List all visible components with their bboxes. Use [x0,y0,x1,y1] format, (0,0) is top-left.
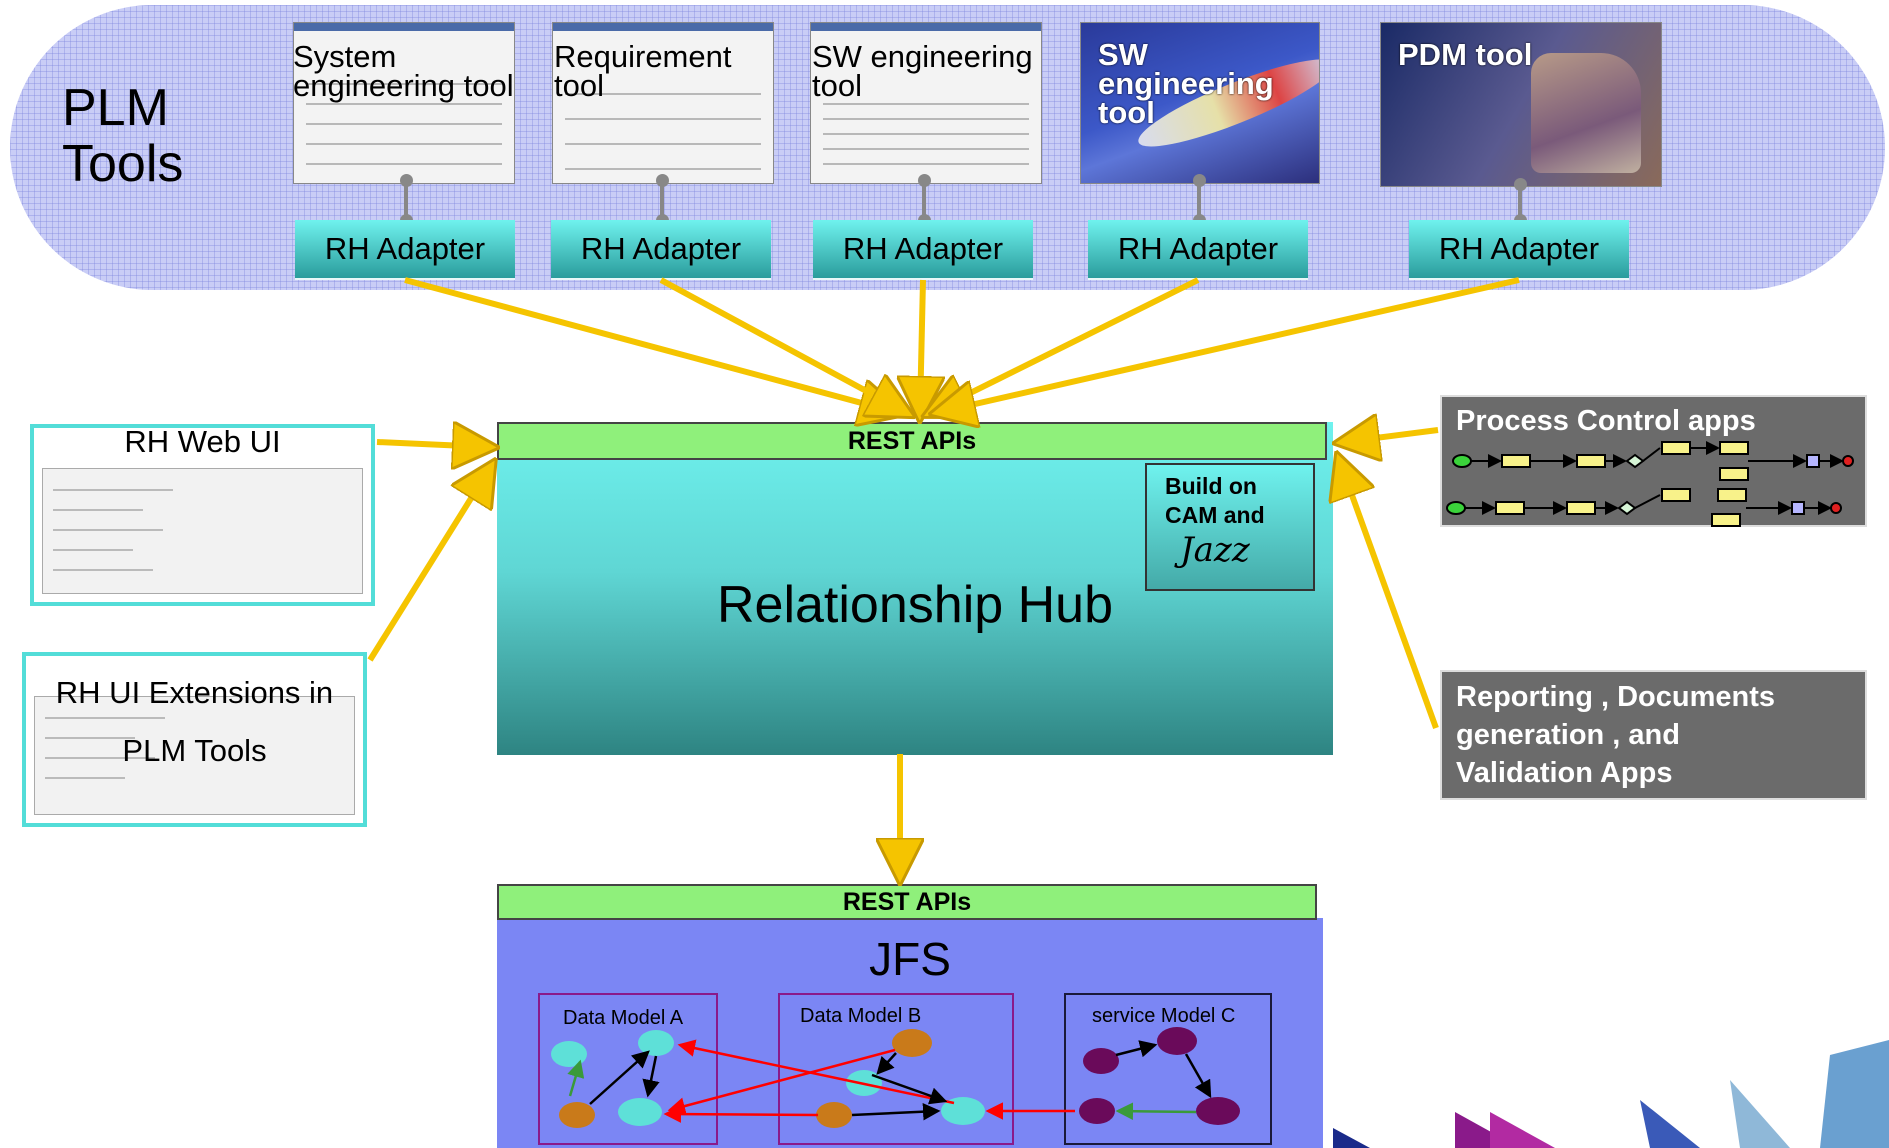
node [638,1030,674,1056]
rh-adapter-4: RH Adapter [1088,220,1308,280]
connector-dot [1193,174,1206,187]
jazz-badge [1145,463,1315,591]
reporting-apps-panel: Reporting , Documents generation , and V… [1440,670,1867,800]
connector [404,181,408,221]
node [559,1102,595,1128]
connector-dot [918,174,931,187]
rh-adapter-5: RH Adapter [1409,220,1629,280]
node [618,1098,662,1126]
rh-web-ui-panel [30,424,375,606]
node [941,1097,985,1125]
node [1083,1048,1119,1074]
hub-rest-apis: REST APIs [497,422,1327,460]
connector-dot [656,174,669,187]
plm-tools-title: PLM Tools [62,79,184,193]
arrow [1340,462,1439,730]
sw-engineering-tool-label: SW engineering tool [812,39,1033,103]
process-flow-diagram [1446,441,1854,527]
data-model-b [778,993,1014,1145]
system-engineering-tool-label: System engineering tool [293,39,514,103]
rh-web-ui-title: RH Web UI [124,424,281,459]
arrow [376,442,488,447]
arrow [404,277,895,412]
arrow [940,277,1520,412]
pdm-tool-label: PDM tool [1398,37,1533,72]
jazz-logo: Jazz [1180,530,1250,570]
rh-ui-extensions-title: RH UI Extensions in PLM Tools [55,675,334,768]
jazz-badge-text: Build on CAM and [1165,473,1265,528]
requirement-tool-screenshot [552,22,774,184]
model-edges [567,1039,1212,1123]
service-model-c [1064,993,1272,1145]
rh-adapter-1: RH Adapter [295,220,515,280]
node [1157,1027,1197,1055]
arrow [932,277,1200,412]
rh-ui-extensions-panel [22,652,367,827]
connector [660,181,664,221]
arrow [920,279,923,412]
arrow [659,277,905,412]
data-model-b-title: Data Model B [800,1005,922,1027]
connector-dot [1514,178,1527,191]
system-engineering-tool-screenshot [293,22,515,184]
connector [1518,185,1522,221]
jfs-title: JFS [869,933,951,985]
rh-adapter-2: RH Adapter [551,220,771,280]
connector [1197,181,1201,221]
rh-adapter-3: RH Adapter [813,220,1033,280]
requirement-tool-label: Requirement tool [554,39,732,103]
relationship-hub-title: Relationship Hub [716,576,1114,634]
arrow [1344,430,1439,442]
connector-dot [400,174,413,187]
data-model-a-title: Data Model A [563,1007,684,1029]
adapter-to-hub-arrows [367,277,1520,874]
data-model-a [538,993,718,1145]
sw-engineering-tool-screenshot [810,22,1042,184]
node [1196,1097,1240,1125]
sw-engineering-3d-tool-label: SW engineering tool [1098,37,1274,130]
connector [922,181,926,221]
sw-engineering-3d-tool-screenshot [1080,22,1320,184]
node [1079,1098,1115,1124]
service-model-c-title: service Model C [1092,1005,1236,1027]
process-control-apps-title: Process Control apps [1456,405,1756,437]
node [551,1041,587,1067]
node [816,1102,852,1128]
arrow [367,468,490,662]
corner-decoration [1333,1040,1889,1148]
reporting-apps-title: Reporting , Documents generation , and V… [1456,681,1776,789]
jfs-rest-apis: REST APIs [497,884,1317,920]
node [892,1029,932,1057]
